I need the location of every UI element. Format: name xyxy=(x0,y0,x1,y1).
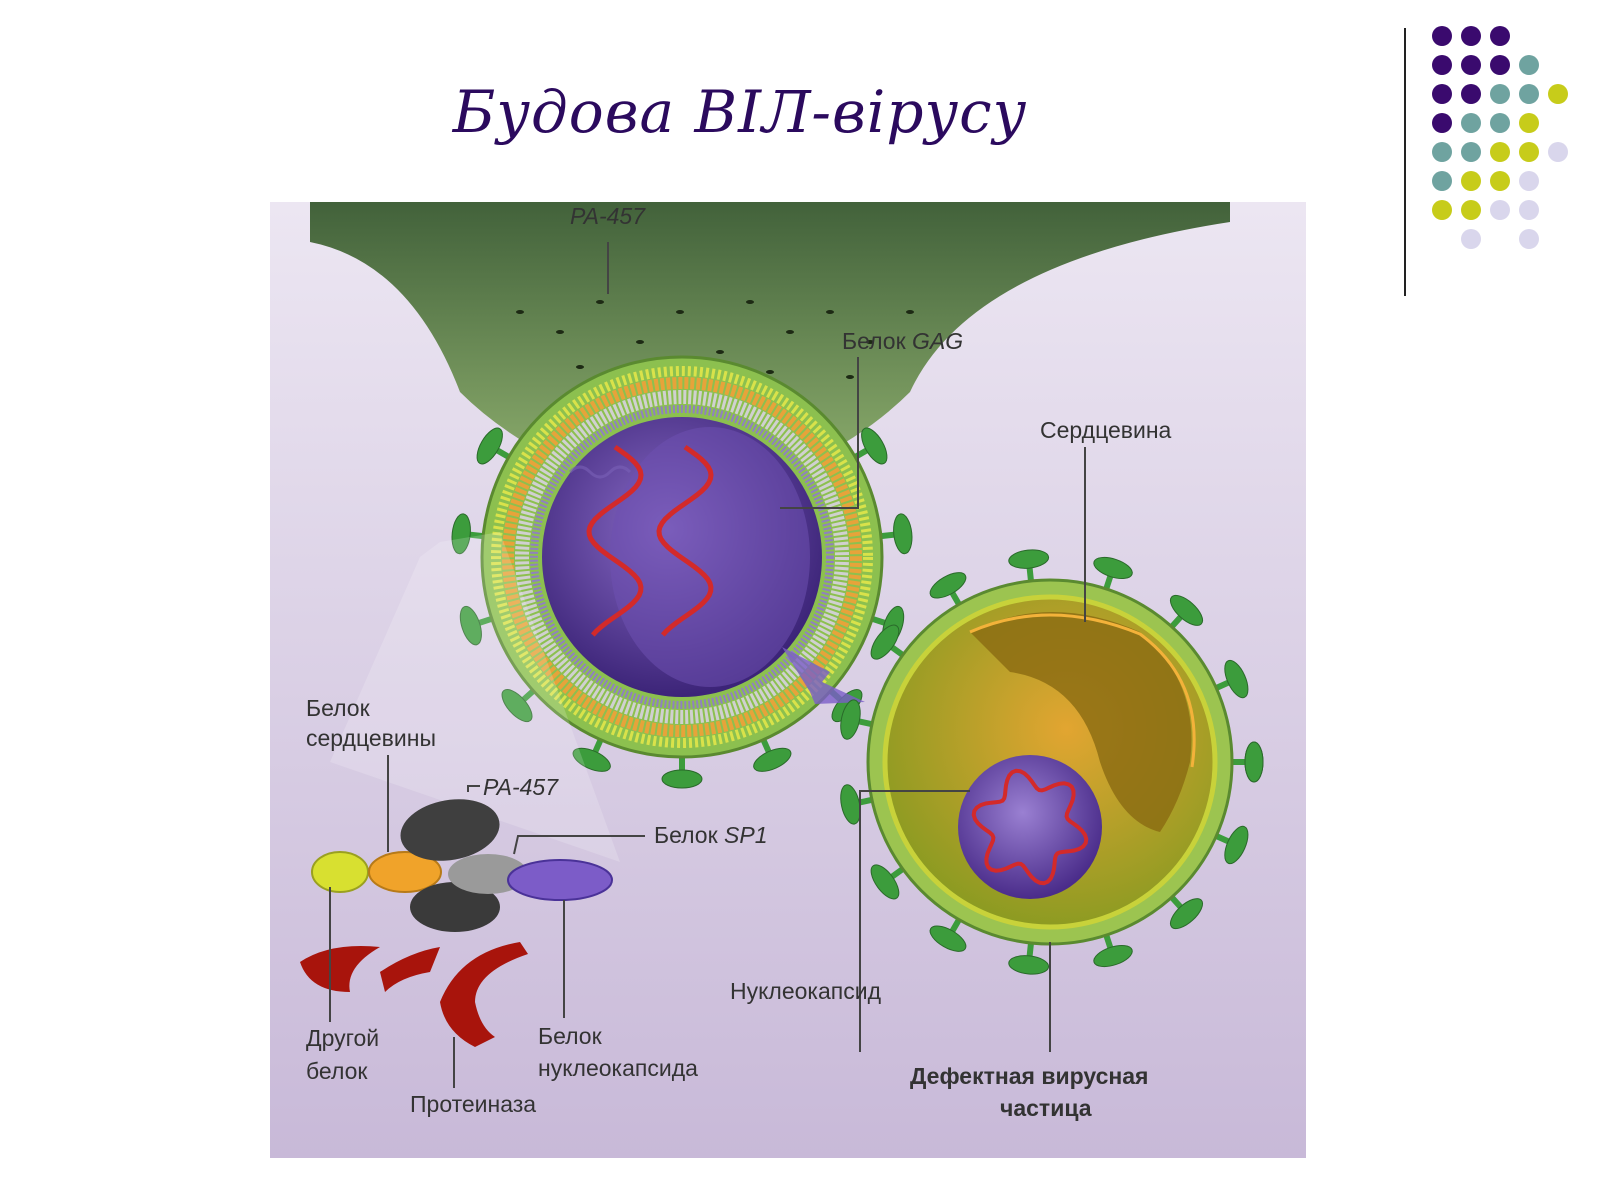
nucleocapsid-sphere xyxy=(958,755,1102,899)
budding-virion xyxy=(330,355,913,862)
label-pa457-top: PA-457 xyxy=(570,203,646,229)
defective-virion xyxy=(840,549,1264,975)
divider-line xyxy=(1404,28,1406,296)
label-gag: Белок GAG xyxy=(842,328,963,354)
label-pa457-bottom: PA-457 xyxy=(483,774,559,800)
label-protease: Протеиназа xyxy=(410,1091,536,1117)
arrow-to-defective xyxy=(782,647,865,704)
decorative-dot-grid xyxy=(1432,26,1568,249)
label-core: Сердцевина xyxy=(1040,417,1172,443)
label-defective-line2: частица xyxy=(1000,1095,1092,1121)
cell-membrane xyxy=(310,202,1230,462)
rna-loop xyxy=(971,768,1089,886)
label-core-protein-line1: Белок xyxy=(306,695,371,721)
slide-title: Будова ВІЛ-вірусу xyxy=(452,78,1028,146)
leader-lines xyxy=(329,242,1086,1088)
hiv-structure-diagram: PA-457 Белок GAG Сердцевина Белок сердце… xyxy=(270,202,1306,1158)
label-nc-protein-line1: Белок xyxy=(538,1023,603,1049)
label-nucleocapsid: Нуклеокапсид xyxy=(730,978,882,1004)
label-sp1: Белок SP1 xyxy=(654,822,768,848)
protease-shapes xyxy=(300,942,528,1047)
label-core-protein-line2: сердцевины xyxy=(306,725,436,751)
label-nc-protein-line2: нуклеокапсида xyxy=(538,1055,698,1081)
rna-helix xyxy=(586,444,714,637)
gag-molecular-model xyxy=(311,799,613,932)
label-other-protein-line1: Другой xyxy=(306,1025,379,1051)
label-other-protein-line2: белок xyxy=(306,1058,368,1084)
label-defective-line1: Дефектная вирусная xyxy=(910,1063,1148,1089)
core-shell xyxy=(970,612,1192,832)
